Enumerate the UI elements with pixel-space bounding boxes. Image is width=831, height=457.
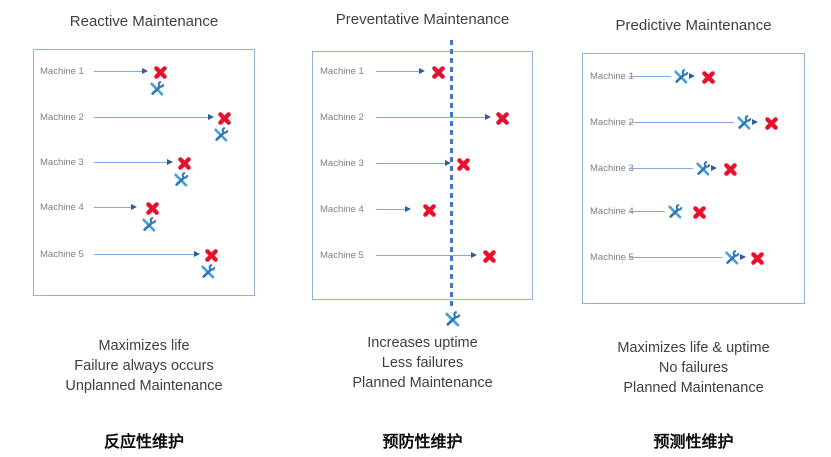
scheduled-maintenance-tools-icon (444, 310, 461, 328)
failure-x-icon (750, 251, 766, 267)
failure-x-icon (495, 111, 511, 127)
machine-label: Machine 3 (590, 163, 634, 174)
machine-label: Machine 1 (320, 66, 364, 77)
description-line: Maximizes life (98, 338, 190, 354)
description-line: Maximizes life & uptime (617, 340, 770, 356)
timeline-line (629, 257, 722, 258)
timeline-line (94, 162, 167, 163)
machine-label: Machine 3 (320, 158, 364, 169)
chinese-caption-preventative: 预防性维护 (382, 434, 463, 451)
machine-label: Machine 5 (590, 252, 634, 263)
preventative-chart-box (312, 51, 533, 300)
panel-title-reactive: Reactive Maintenance (69, 13, 219, 30)
maintenance-tools-icon (149, 81, 165, 97)
right-arrowhead-icon (485, 114, 491, 120)
description-line: No failures (658, 360, 729, 376)
timeline-line (376, 209, 405, 210)
machine-label: Machine 5 (320, 250, 364, 261)
timeline-line (376, 117, 485, 118)
scheduled-maintenance-dashed-line (450, 40, 453, 307)
right-arrowhead-icon (711, 165, 717, 171)
failure-x-icon (177, 156, 193, 172)
machine-label: Machine 3 (40, 157, 84, 168)
failure-x-icon (431, 65, 447, 81)
right-arrowhead-icon (471, 252, 477, 258)
failure-x-icon (764, 116, 780, 132)
machine-label: Machine 1 (590, 71, 634, 82)
failure-x-icon (482, 249, 498, 265)
maintenance-tools-icon (695, 161, 711, 177)
right-arrowhead-icon (142, 68, 148, 74)
timeline-line (629, 168, 693, 169)
right-arrowhead-icon (405, 206, 411, 212)
failure-x-icon (153, 65, 169, 81)
timeline-line (94, 254, 194, 255)
chinese-caption-predictive: 预测性维护 (653, 434, 734, 451)
machine-label: Machine 4 (320, 204, 364, 215)
description-line: Less failures (381, 355, 464, 371)
timeline-line (94, 71, 142, 72)
predictive-description: Maximizes life & uptime No failures Plan… (582, 338, 805, 398)
timeline-line (376, 71, 419, 72)
maintenance-tools-icon (724, 250, 740, 266)
panel-title-preventative: Preventative Maintenance (335, 11, 510, 28)
right-arrowhead-icon (689, 73, 695, 79)
timeline-line (376, 255, 471, 256)
right-arrowhead-icon (194, 251, 200, 257)
right-arrowhead-icon (419, 68, 425, 74)
failure-x-icon (217, 111, 233, 127)
timeline-line (376, 163, 445, 164)
description-line: Failure always occurs (74, 358, 214, 374)
failure-x-icon (456, 157, 472, 173)
machine-label: Machine 5 (40, 249, 84, 260)
machine-label: Machine 4 (40, 202, 84, 213)
predictive-chart-box (582, 53, 805, 304)
maintenance-tools-icon (736, 115, 752, 131)
maintenance-tools-icon (200, 264, 216, 280)
panel-title-predictive: Predictive Maintenance (615, 17, 772, 34)
timeline-line (629, 122, 734, 123)
reactive-description: Maximizes life Failure always occurs Unp… (33, 336, 255, 396)
failure-x-icon (204, 248, 220, 264)
machine-label: Machine 2 (320, 112, 364, 123)
timeline-line (94, 207, 131, 208)
description-line: Increases uptime (367, 335, 478, 351)
right-arrowhead-icon (208, 114, 214, 120)
machine-label: Machine 2 (590, 117, 634, 128)
timeline-line (629, 211, 665, 212)
machine-label: Machine 2 (40, 112, 84, 123)
maintenance-tools-icon (173, 172, 189, 188)
maintenance-tools-icon (667, 204, 683, 220)
description-line: Planned Maintenance (623, 380, 764, 396)
right-arrowhead-icon (445, 160, 451, 166)
maintenance-tools-icon (673, 69, 689, 85)
right-arrowhead-icon (167, 159, 173, 165)
description-line: Unplanned Maintenance (65, 378, 223, 394)
chinese-caption-reactive: 反应性维护 (103, 434, 184, 451)
right-arrowhead-icon (131, 204, 137, 210)
failure-x-icon (692, 205, 708, 221)
preventative-description: Increases uptime Less failures Planned M… (312, 333, 533, 393)
maintenance-tools-icon (213, 127, 229, 143)
timeline-line (629, 76, 671, 77)
failure-x-icon (723, 162, 739, 178)
machine-label: Machine 1 (40, 66, 84, 77)
maintenance-tools-icon (141, 217, 157, 233)
timeline-line (94, 117, 208, 118)
failure-x-icon (145, 201, 161, 217)
right-arrowhead-icon (740, 254, 746, 260)
description-line: Planned Maintenance (352, 375, 493, 391)
failure-x-icon (701, 70, 717, 86)
failure-x-icon (422, 203, 438, 219)
right-arrowhead-icon (752, 119, 758, 125)
machine-label: Machine 4 (590, 206, 634, 217)
